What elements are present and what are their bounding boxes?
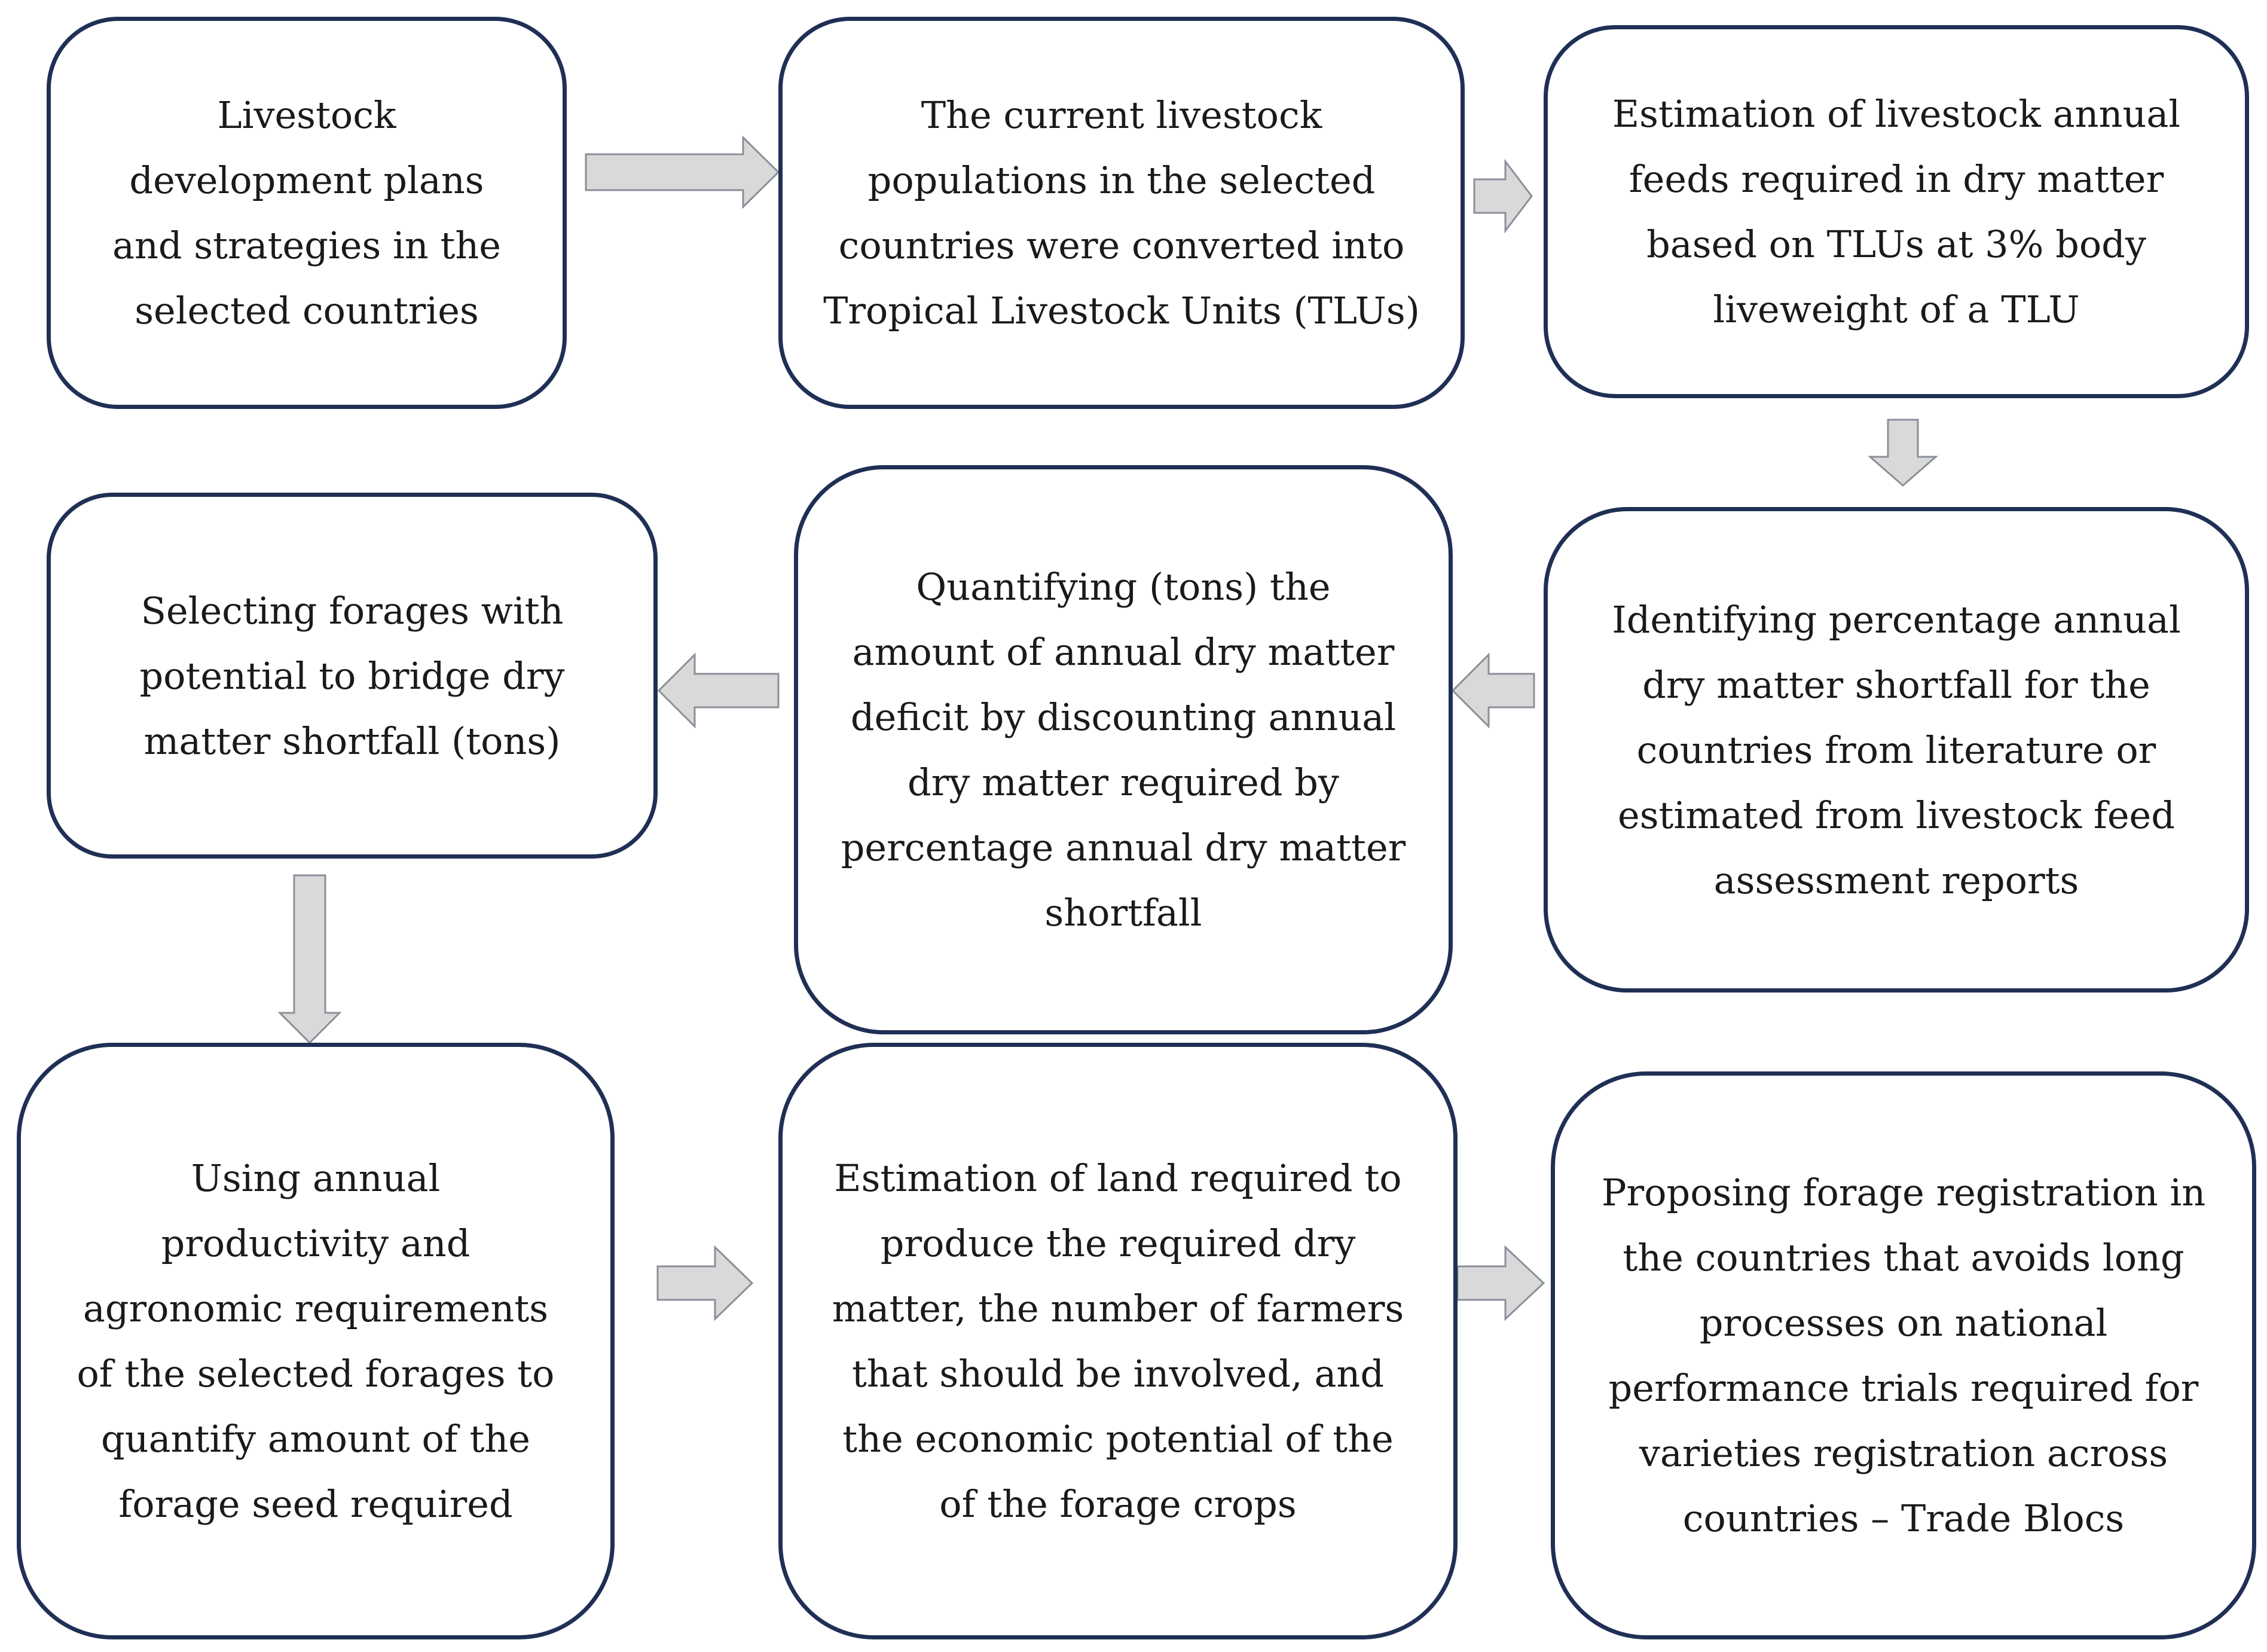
step-5-text: Quantifying (tons) the amount of annual …: [841, 565, 1406, 935]
arrow-step4-to-step5: [1451, 652, 1535, 729]
step-3-text: Estimation of livestock annual feeds req…: [1612, 92, 2181, 331]
arrow-step2-to-step3: [1473, 158, 1533, 234]
step-3-box: Estimation of livestock annual feeds req…: [1544, 25, 2249, 398]
step-6-text: Selecting forages with potential to brid…: [139, 588, 565, 763]
step-2-text: The current livestock populations in the…: [823, 93, 1420, 332]
step-4-text: Identifying percentage annual dry matter…: [1612, 597, 2181, 902]
step-8-box: Estimation of land required to produce t…: [778, 1043, 1458, 1639]
arrow-step8-to-step9: [1456, 1245, 1545, 1321]
step-4-box: Identifying percentage annual dry matter…: [1544, 507, 2249, 993]
step-7-text: Using annual productivity and agronomic …: [77, 1156, 555, 1526]
arrow-step1-to-step2: [585, 135, 780, 209]
step-1-box: Livestock development plans and strategi…: [47, 17, 567, 409]
step-9-box: Proposing forage registration in the cou…: [1551, 1071, 2256, 1639]
arrow-step3-to-step4: [1868, 419, 1938, 487]
step-7-box: Using annual productivity and agronomic …: [17, 1043, 615, 1639]
step-5-box: Quantifying (tons) the amount of annual …: [794, 465, 1453, 1034]
step-8-text: Estimation of land required to produce t…: [832, 1156, 1404, 1526]
arrow-step7-to-step8: [656, 1245, 754, 1321]
arrow-step6-to-step7: [277, 874, 342, 1045]
step-9-text: Proposing forage registration in the cou…: [1601, 1171, 2206, 1540]
step-2-box: The current livestock populations in the…: [778, 17, 1465, 409]
arrow-step5-to-step6: [657, 652, 780, 729]
step-6-box: Selecting forages with potential to brid…: [47, 493, 658, 859]
step-1-text: Livestock development plans and strategi…: [112, 93, 501, 332]
